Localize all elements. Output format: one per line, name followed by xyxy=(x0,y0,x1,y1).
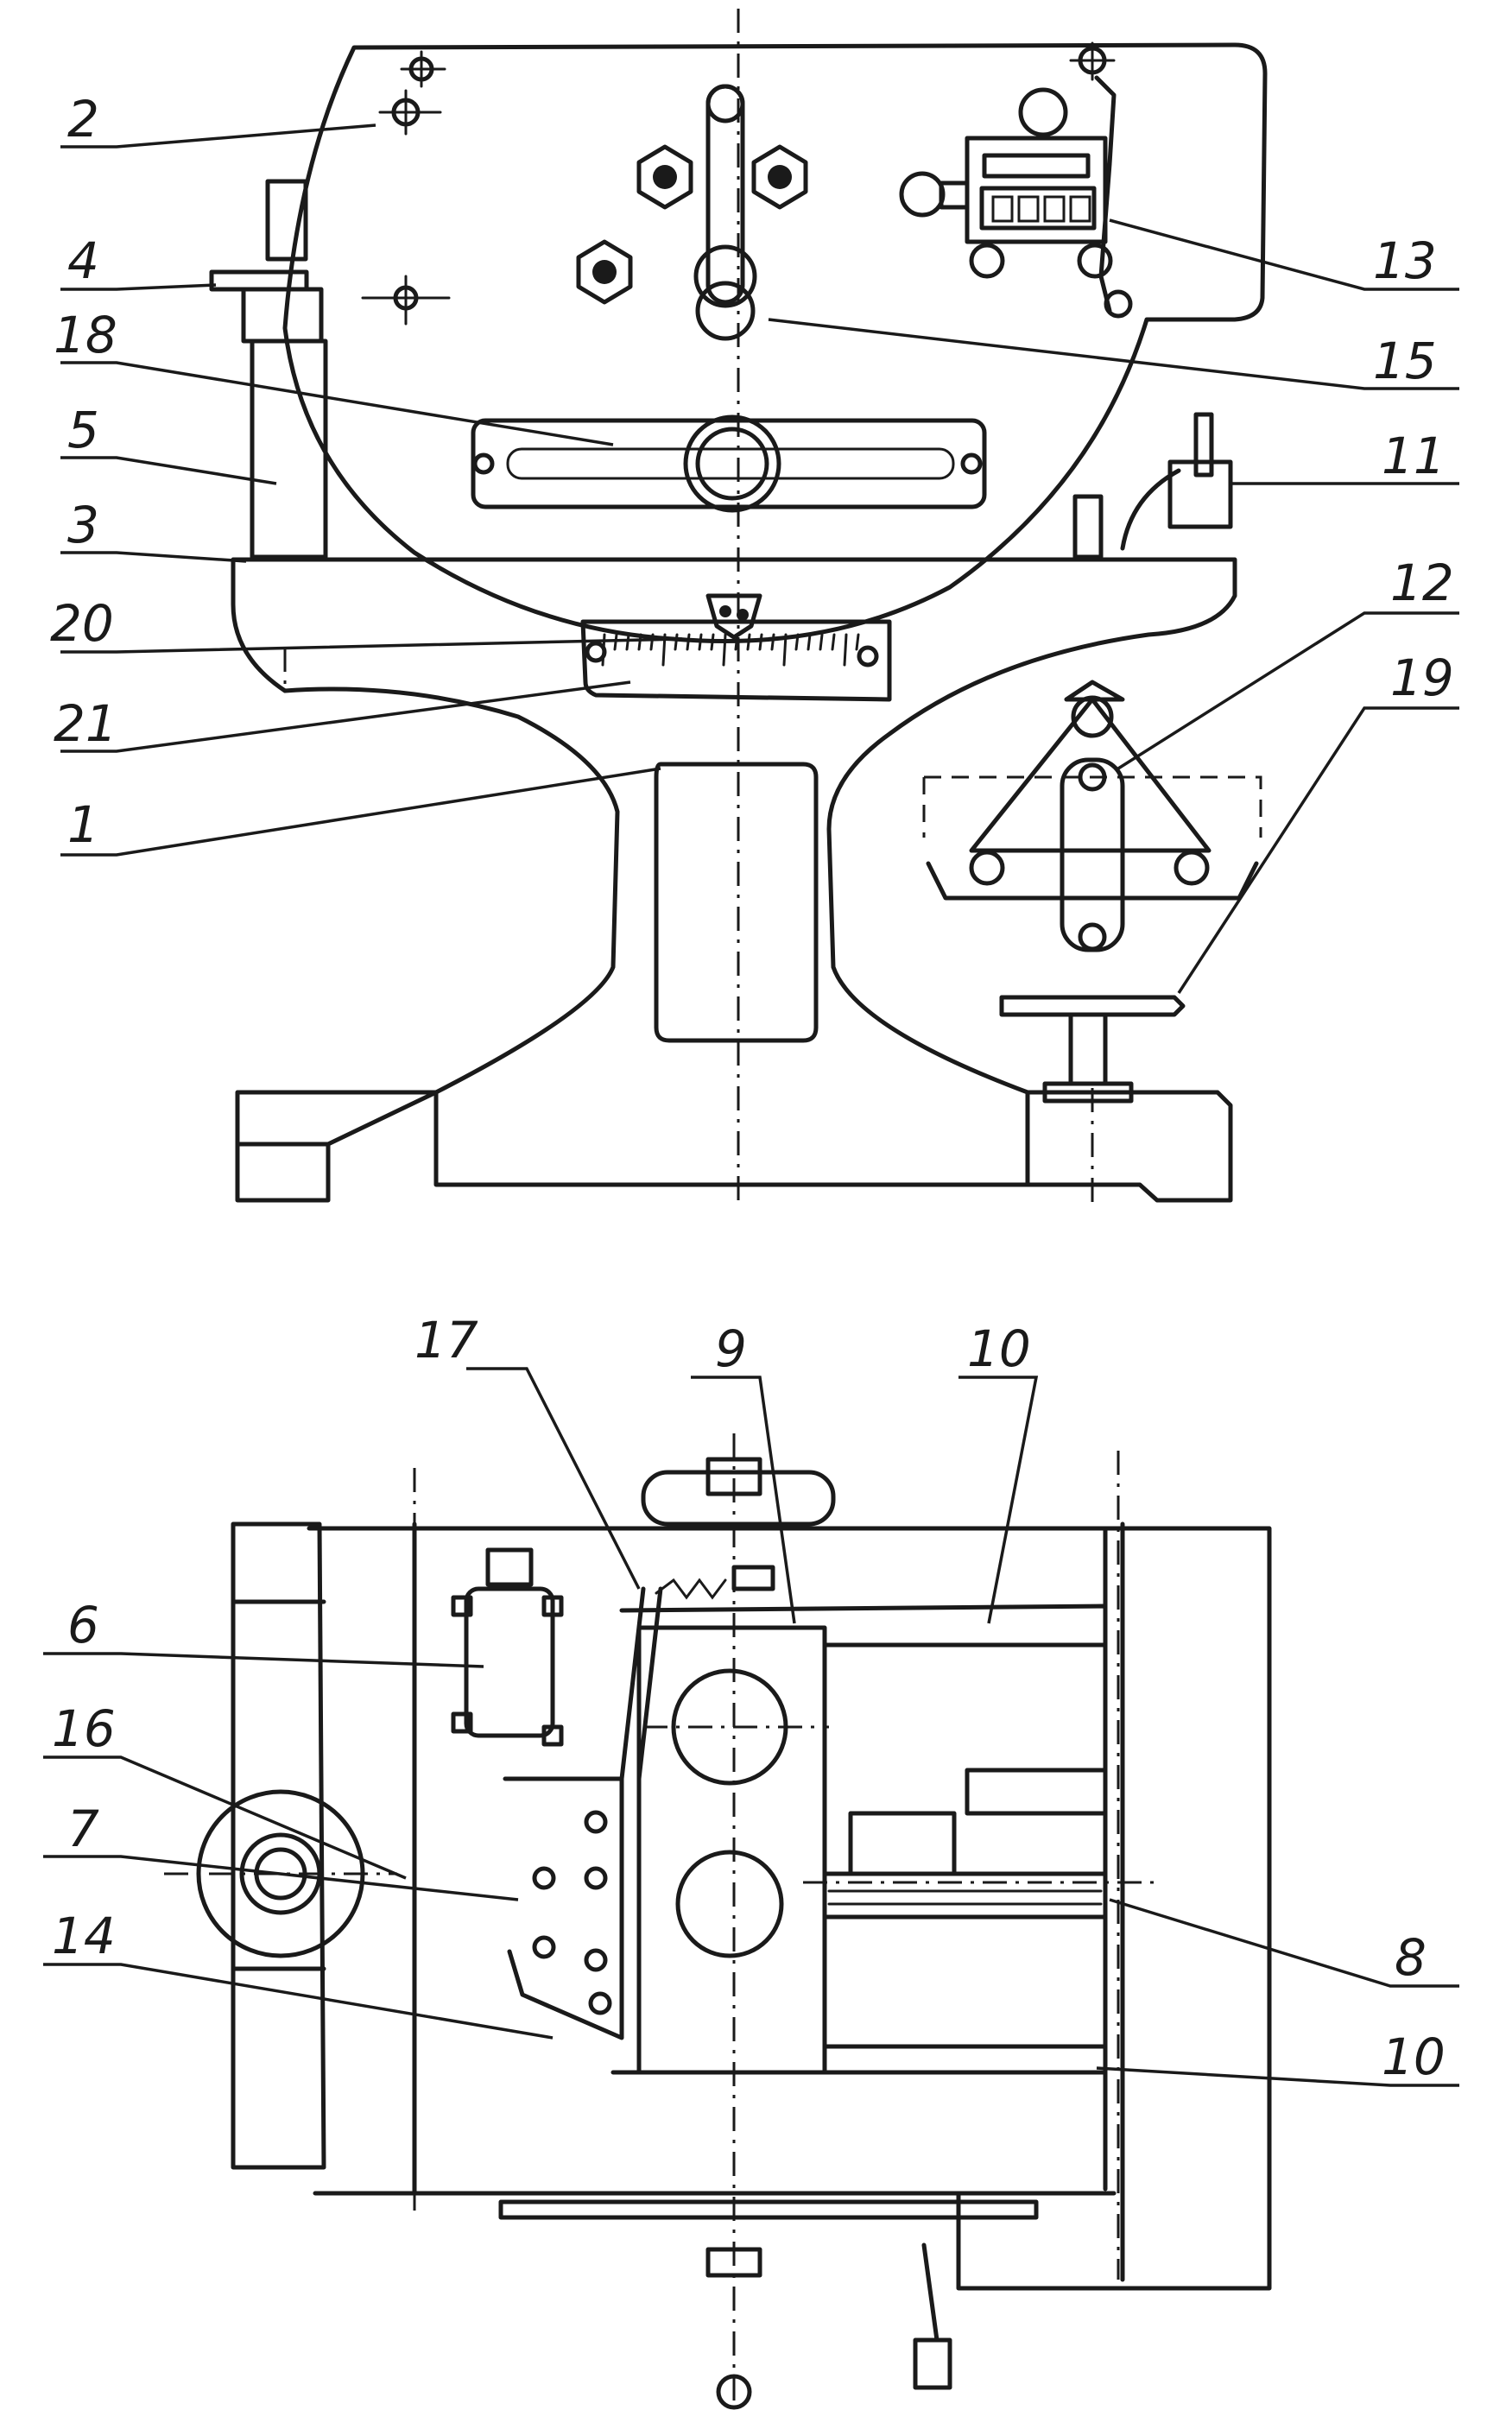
hex-nut xyxy=(576,239,633,305)
scale-tick xyxy=(637,633,642,651)
callout-labels: 2 4 18 5 3 20 21 1 13 15 11 12 19 17 9 1… xyxy=(50,90,1454,2086)
motor-6 xyxy=(464,1586,555,1738)
callout-1: 1 xyxy=(67,795,99,854)
scale-tick xyxy=(855,633,860,651)
scale-tick xyxy=(686,633,691,651)
callout-14: 14 xyxy=(52,1907,116,1965)
scale-tick xyxy=(601,633,606,667)
scale-tick xyxy=(782,633,788,667)
callout-8: 8 xyxy=(1395,1928,1427,1987)
housing-9 xyxy=(636,1625,827,2075)
scale-tick xyxy=(807,633,812,651)
callout-18: 18 xyxy=(54,306,117,364)
callout-6: 6 xyxy=(67,1596,99,1654)
scale-tick xyxy=(625,633,630,651)
scale-tick xyxy=(819,633,824,651)
callout-7: 7 xyxy=(67,1800,99,1858)
mechanism-12 xyxy=(922,412,1262,1104)
scale-tick xyxy=(843,633,848,667)
column-window xyxy=(654,762,819,1043)
scale-tick xyxy=(722,633,727,667)
leader-lines xyxy=(43,123,1459,2087)
callout-16: 16 xyxy=(52,1699,116,1758)
callout-19: 19 xyxy=(1390,648,1454,707)
scale-tick xyxy=(831,633,836,651)
scale-tick xyxy=(746,633,751,651)
callout-10-top: 10 xyxy=(967,1319,1031,1378)
hex-nut xyxy=(636,144,693,210)
scale-tick xyxy=(794,633,800,651)
frame-outline xyxy=(231,1521,326,2170)
scale-tick xyxy=(734,633,739,651)
scale-tick xyxy=(770,633,775,651)
callout-10-bottom: 10 xyxy=(1382,2027,1446,2086)
callout-3: 3 xyxy=(67,496,99,554)
pivot-15 xyxy=(695,281,756,341)
column-body xyxy=(231,557,1237,1095)
callout-5: 5 xyxy=(67,401,99,459)
callout-9: 9 xyxy=(715,1319,747,1378)
scale-tick xyxy=(710,633,715,651)
callout-2: 2 xyxy=(67,90,99,149)
post-5 xyxy=(209,179,328,560)
scale-tick xyxy=(698,633,703,651)
callout-11: 11 xyxy=(1382,427,1446,485)
scale-tick xyxy=(758,633,763,651)
front-view xyxy=(209,9,1268,1209)
ram-8 xyxy=(822,1871,1108,1920)
hex-nut xyxy=(751,144,808,210)
angle-scale xyxy=(580,593,892,702)
callout-4: 4 xyxy=(67,231,99,290)
scale-tick xyxy=(649,633,655,651)
callout-17: 17 xyxy=(414,1311,478,1369)
callout-15: 15 xyxy=(1373,332,1437,390)
guide-18 xyxy=(471,414,987,513)
base-plate xyxy=(433,1090,1030,1187)
scale-tick xyxy=(674,633,679,651)
head-disc xyxy=(282,42,1268,643)
callout-21: 21 xyxy=(54,694,117,753)
counter-13 xyxy=(899,87,1133,319)
plan-view xyxy=(164,1433,1272,2410)
callout-12: 12 xyxy=(1390,553,1454,612)
callout-13: 13 xyxy=(1373,231,1437,290)
base-foot xyxy=(235,1090,439,1203)
callout-20: 20 xyxy=(50,594,114,653)
